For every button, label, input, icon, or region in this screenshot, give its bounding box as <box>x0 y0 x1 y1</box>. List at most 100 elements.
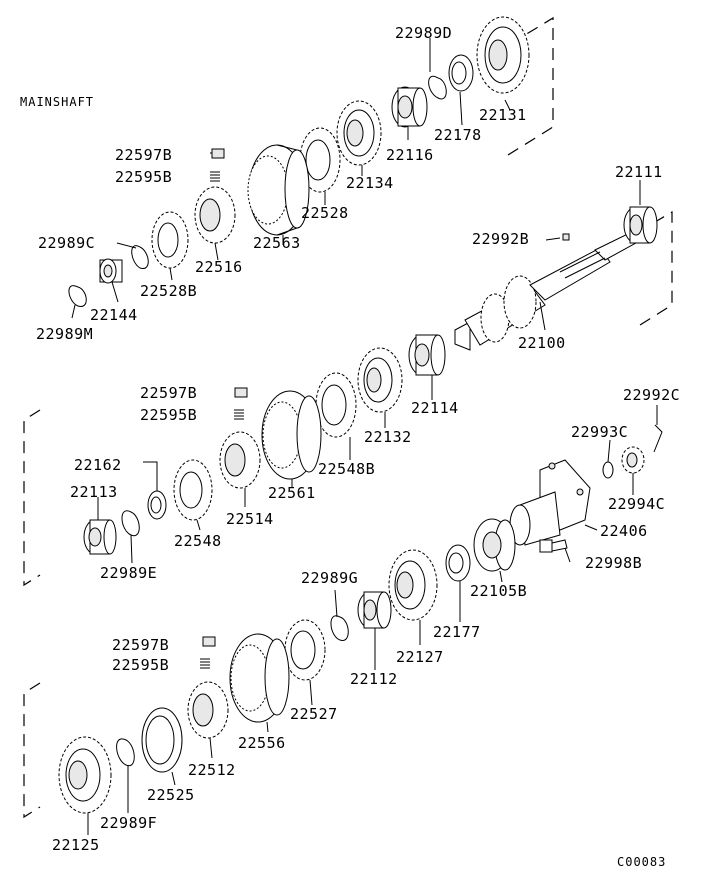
bearing-22114 <box>408 334 446 376</box>
label-22516: 22516 <box>195 258 243 276</box>
label-22131: 22131 <box>479 106 527 124</box>
gear-22127 <box>388 549 438 621</box>
washer-22178 <box>448 54 474 92</box>
snapring-22989E <box>121 510 140 537</box>
row1-parts <box>68 16 530 307</box>
pin-22992C <box>653 424 663 453</box>
label-22992B: 22992B <box>472 230 529 248</box>
snapring-22989G <box>330 615 349 641</box>
label-22998B: 22998B <box>585 554 642 572</box>
snapring-22989F <box>116 738 135 767</box>
ring-22528B <box>151 211 189 269</box>
label-22595B-1: 22595B <box>115 168 172 186</box>
label-22548B: 22548B <box>318 460 375 478</box>
hub-22516 <box>194 186 236 244</box>
washer-22177 <box>445 544 471 582</box>
hub-22512 <box>187 681 229 739</box>
label-22514: 22514 <box>226 510 274 528</box>
label-22563: 22563 <box>253 234 301 252</box>
label-22595B-2: 22595B <box>140 406 197 424</box>
ring-22548B <box>315 372 357 438</box>
label-22177: 22177 <box>433 623 481 641</box>
bearing-22113 <box>83 519 117 555</box>
row3-parts <box>58 549 438 814</box>
label-22595B-3: 22595B <box>112 656 169 674</box>
label-22162: 22162 <box>74 456 122 474</box>
sleeve-22561 <box>261 390 322 480</box>
snapring-22989D <box>428 75 447 100</box>
label-22100: 22100 <box>518 334 566 352</box>
label-22989G: 22989G <box>301 569 358 587</box>
label-22992C: 22992C <box>623 386 680 404</box>
row2-parts <box>83 334 446 555</box>
gear-22132 <box>357 347 403 413</box>
label-22178: 22178 <box>434 126 482 144</box>
spring-22595B-1 <box>210 171 220 182</box>
flange-22406 <box>509 459 591 546</box>
washer-22162 <box>147 490 167 520</box>
label-22105B: 22105B <box>470 582 527 600</box>
washer-22993C <box>602 461 614 479</box>
label-22132: 22132 <box>364 428 412 446</box>
bearing-22112 <box>357 591 392 629</box>
label-22989M: 22989M <box>36 325 93 343</box>
label-22561: 22561 <box>268 484 316 502</box>
bearing-22105B <box>473 518 516 572</box>
nut-22144 <box>99 258 123 284</box>
bolt-22998B <box>539 539 568 553</box>
flange-group <box>445 424 663 582</box>
label-22525: 22525 <box>147 786 195 804</box>
bearing-22116 <box>391 86 428 128</box>
label-22989F: 22989F <box>100 814 157 832</box>
label-22134: 22134 <box>346 174 394 192</box>
label-22597B-1: 22597B <box>115 146 172 164</box>
diagram-title: MAINSHAFT <box>20 95 94 109</box>
key-22597B-3 <box>202 636 216 647</box>
label-22597B-3: 22597B <box>112 636 169 654</box>
snapring-22989M <box>68 285 87 307</box>
label-22144: 22144 <box>90 306 138 324</box>
ring-22525 <box>141 707 183 773</box>
label-22113: 22113 <box>70 483 118 501</box>
label-22125: 22125 <box>52 836 100 854</box>
label-22512: 22512 <box>188 761 236 779</box>
sleeve-22556 <box>229 633 290 723</box>
drawing-code: C00083 <box>617 855 666 869</box>
label-22548: 22548 <box>174 532 222 550</box>
label-22556: 22556 <box>238 734 286 752</box>
gear-22125 <box>58 736 112 814</box>
label-22993C: 22993C <box>571 423 628 441</box>
label-22528: 22528 <box>301 204 349 222</box>
label-22597B-2: 22597B <box>140 384 197 402</box>
hub-22514 <box>219 431 261 489</box>
ring-22528 <box>299 127 341 193</box>
label-22528B: 22528B <box>140 282 197 300</box>
label-22127: 22127 <box>396 648 444 666</box>
part-labels: 22989D 22131 22178 22116 22134 22597B 22… <box>36 24 680 854</box>
label-22111: 22111 <box>615 163 663 181</box>
leader-lines <box>71 38 658 835</box>
label-22989C: 22989C <box>38 234 95 252</box>
gear-22131 <box>476 16 530 94</box>
ring-22548 <box>173 459 213 521</box>
label-22114: 22114 <box>411 399 459 417</box>
key-22597B-2 <box>234 387 248 398</box>
sleeve-22563 <box>247 144 310 236</box>
label-22994C: 22994C <box>608 495 665 513</box>
label-22112: 22112 <box>350 670 398 688</box>
ring-22527 <box>284 619 326 681</box>
label-22527: 22527 <box>290 705 338 723</box>
snapring-22989C <box>131 245 149 269</box>
key-22597B-1 <box>211 148 225 159</box>
nut-22994C <box>621 446 645 474</box>
spring-22595B-2 <box>234 409 244 420</box>
bearing-22111 <box>623 206 658 244</box>
spring-22595B-3 <box>200 658 210 669</box>
label-22989E: 22989E <box>100 564 157 582</box>
label-22116: 22116 <box>386 146 434 164</box>
section-brackets <box>23 16 673 819</box>
gear-22134 <box>336 100 382 166</box>
label-22406: 22406 <box>600 522 648 540</box>
